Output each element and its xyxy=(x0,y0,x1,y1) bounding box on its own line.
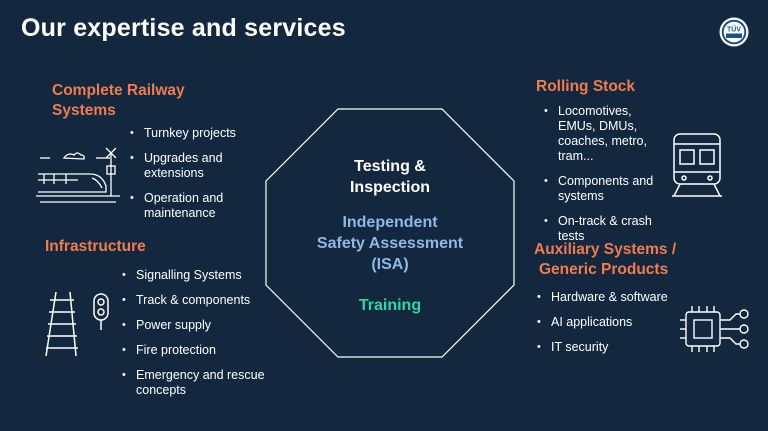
testing-inspection-label: Testing & Inspection xyxy=(349,158,430,196)
list-item: On-track & crash tests xyxy=(544,214,664,244)
isa-label: Independent Safety Assessment (ISA) xyxy=(316,214,464,273)
list-item: Locomotives, EMUs, DMUs, coaches, metro,… xyxy=(544,104,664,164)
list-item: Hardware & software xyxy=(537,290,677,305)
infrastructure-heading: Infrastructure xyxy=(45,238,146,255)
page-title: Our expertise and services xyxy=(21,14,346,42)
list-item: AI applications xyxy=(537,315,677,330)
logo-text: TÜV xyxy=(727,25,741,34)
list-item: Upgrades and extensions xyxy=(130,151,250,181)
list-item: Signalling Systems xyxy=(122,268,272,283)
microchip-icon xyxy=(680,306,749,352)
auxiliary-systems-heading: Auxiliary Systems / Generic Products xyxy=(534,241,677,278)
train-front-icon xyxy=(672,133,722,197)
list-item: Components and systems xyxy=(544,174,664,204)
list-item: Emergency and rescue concepts xyxy=(122,368,272,398)
list-item: Power supply xyxy=(122,318,272,333)
list-item: Fire protection xyxy=(122,343,272,358)
rolling-stock-list: Locomotives, EMUs, DMUs, coaches, metro,… xyxy=(544,104,664,254)
railway-track-signal-icon xyxy=(45,291,109,357)
infrastructure-list: Signalling Systems Track & components Po… xyxy=(122,268,272,408)
training-label: Training xyxy=(358,297,422,314)
list-item: Track & components xyxy=(122,293,272,308)
railway-systems-list: Turnkey projects Upgrades and extensions… xyxy=(130,126,250,231)
center-octagon xyxy=(265,108,515,358)
train-crossing-icon xyxy=(36,147,120,203)
railway-systems-heading: Complete Railway Systems xyxy=(52,82,185,119)
auxiliary-systems-list: Hardware & software AI applications IT s… xyxy=(537,290,677,365)
rolling-stock-heading: Rolling Stock xyxy=(536,78,636,95)
list-item: Turnkey projects xyxy=(130,126,250,141)
list-item: IT security xyxy=(537,340,677,355)
tuv-logo: TÜV xyxy=(719,17,749,47)
list-item: Operation and maintenance xyxy=(130,191,250,221)
